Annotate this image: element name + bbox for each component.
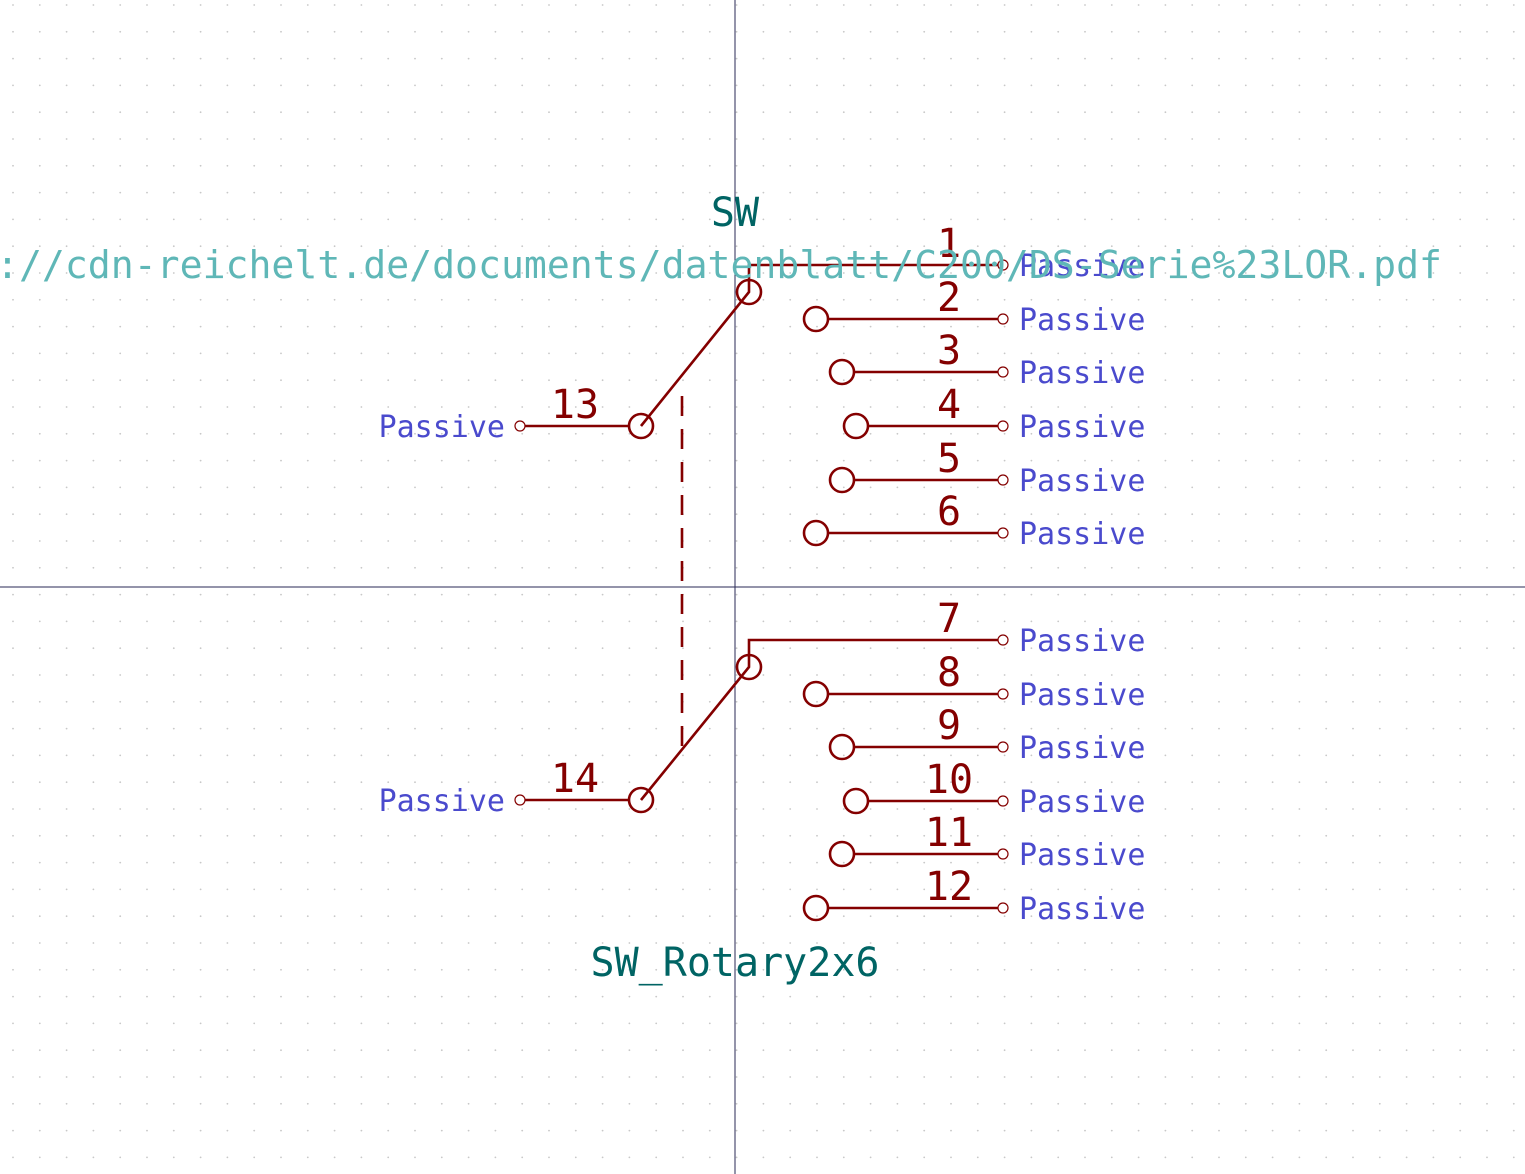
- pin-electrical-type: Passive: [1019, 356, 1145, 391]
- pin-electrical-type: Passive: [379, 410, 505, 445]
- pin-connection-point[interactable]: [997, 795, 1009, 807]
- contact-circle: [842, 412, 870, 440]
- pin-connection-point[interactable]: [997, 474, 1009, 486]
- contact-circle: [828, 358, 856, 386]
- pin-connection-point[interactable]: [997, 527, 1009, 539]
- value-field[interactable]: SW_Rotary2x6: [591, 940, 880, 986]
- pin-electrical-type: Passive: [1019, 517, 1145, 552]
- contact-circle: [828, 733, 856, 761]
- pin-electrical-type: Passive: [1019, 731, 1145, 766]
- pin-connection-point[interactable]: [997, 902, 1009, 914]
- deck1-wiper: [639, 263, 1003, 427]
- pin-number: 12: [925, 864, 973, 910]
- contact-circle: [802, 519, 830, 547]
- grid-dots: [12, 4, 1515, 1159]
- pin-number: 9: [937, 703, 961, 749]
- contact-circle: [842, 787, 870, 815]
- pin-electrical-type: Passive: [1019, 892, 1145, 927]
- contact-circle: [828, 466, 856, 494]
- pin-connection-point[interactable]: [997, 634, 1009, 646]
- deck1-wiper-contact: [735, 278, 763, 306]
- contact-circle: [802, 894, 830, 922]
- pin-number: 5: [937, 436, 961, 482]
- pin-number: 14: [551, 756, 599, 802]
- contact-circle: [828, 840, 856, 868]
- pin-electrical-type: Passive: [1019, 303, 1145, 338]
- pin-electrical-type: Passive: [1019, 678, 1145, 713]
- pin-number: 13: [551, 382, 599, 428]
- reference-field[interactable]: SW: [711, 190, 760, 236]
- pin-connection-point[interactable]: [997, 741, 1009, 753]
- pin-electrical-type: Passive: [1019, 464, 1145, 499]
- pin-number: 4: [937, 382, 961, 428]
- pin-connection-point[interactable]: [514, 794, 526, 806]
- pin-electrical-type: Passive: [1019, 624, 1145, 659]
- pin-number: 7: [937, 596, 961, 642]
- switch-body[interactable]: [627, 263, 1003, 814]
- contact-circle: [802, 680, 830, 708]
- pin-number: 11: [925, 810, 973, 856]
- pin-number: 1: [937, 221, 961, 267]
- pin-connection-point[interactable]: [997, 259, 1009, 271]
- deck2-wiper-contact: [735, 653, 763, 681]
- pin-connection-point[interactable]: [514, 420, 526, 432]
- pin-number: 6: [937, 489, 961, 535]
- pin-connection-point[interactable]: [997, 848, 1009, 860]
- pin-electrical-type: Passive: [1019, 785, 1145, 820]
- pin-number: 10: [925, 757, 973, 803]
- pin-electrical-type: Passive: [1019, 410, 1145, 445]
- pin-electrical-type: Passive: [1019, 838, 1145, 873]
- pin-connection-point[interactable]: [997, 366, 1009, 378]
- pin-number: 2: [937, 275, 961, 321]
- datasheet-field[interactable]: ://cdn-reichelt.de/documents/datenblatt/…: [0, 243, 1442, 287]
- pin-connection-point[interactable]: [997, 313, 1009, 325]
- pin-electrical-type: Passive: [379, 784, 505, 819]
- pin-number: 8: [937, 650, 961, 696]
- deck2-wiper: [639, 638, 1003, 801]
- pin-electrical-type: Passive: [1019, 249, 1145, 284]
- pin-connection-point[interactable]: [997, 420, 1009, 432]
- pin-connection-point[interactable]: [997, 688, 1009, 700]
- pin-number: 3: [937, 328, 961, 374]
- contact-circle: [802, 305, 830, 333]
